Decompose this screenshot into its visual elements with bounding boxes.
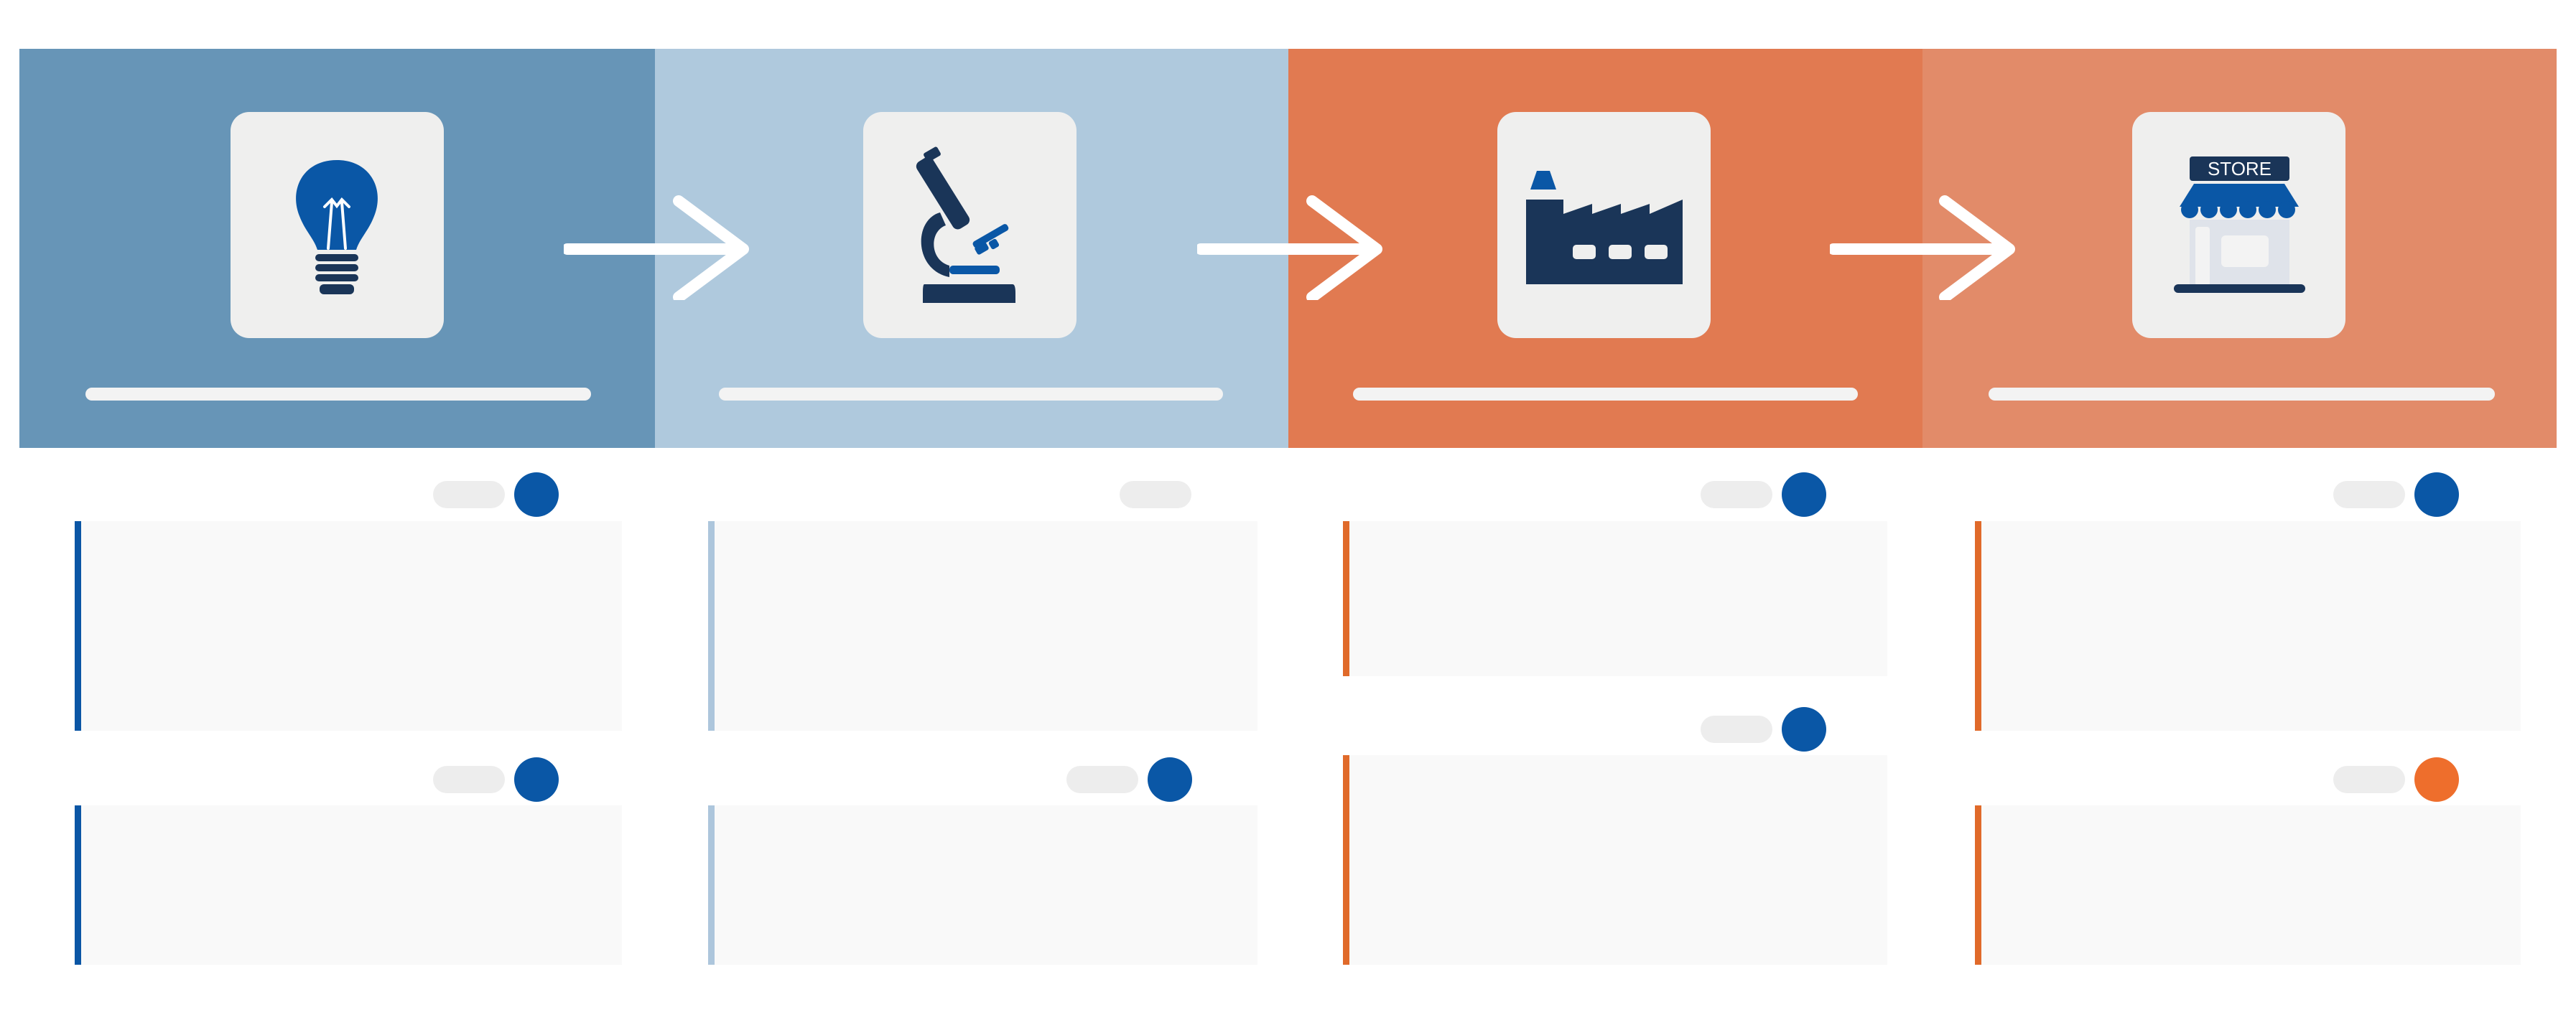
store-icon: STORE <box>2174 156 2305 293</box>
label-pill <box>433 481 505 508</box>
icon-tile: STORE <box>2132 112 2345 338</box>
stage-research <box>655 49 1288 448</box>
label-pill <box>1701 481 1772 508</box>
marker-dot <box>514 757 559 802</box>
marker-dot <box>514 472 559 517</box>
icon-tile <box>863 112 1077 338</box>
label-pill <box>2333 766 2405 793</box>
content-card <box>1343 521 1887 676</box>
card-accent <box>708 521 715 731</box>
card-accent <box>75 805 81 965</box>
label-pill <box>2333 481 2405 508</box>
content-card <box>708 521 1257 731</box>
content-card <box>708 805 1257 965</box>
card-accent <box>1343 755 1349 965</box>
marker-dot <box>1782 472 1826 517</box>
marker-dot <box>2414 757 2459 802</box>
card-accent <box>75 521 81 731</box>
arrow-right-icon <box>1830 195 2015 300</box>
stage-idea <box>19 49 655 448</box>
card-accent <box>708 805 715 965</box>
lightbulb-icon <box>296 160 378 294</box>
label-pill <box>433 766 505 793</box>
label-pill <box>1120 481 1191 508</box>
marker-dot <box>1148 757 1192 802</box>
icon-tile <box>231 112 444 338</box>
card-accent <box>1343 521 1349 676</box>
icon-tile <box>1497 112 1711 338</box>
content-card <box>1343 755 1887 965</box>
stage-label-bar <box>719 388 1223 401</box>
content-card <box>75 805 622 965</box>
stage-label-bar <box>1353 388 1858 401</box>
label-pill <box>1701 716 1772 743</box>
microscope-icon <box>916 146 1015 303</box>
stage-retail: STORE <box>1922 49 2557 448</box>
arrow-right-icon <box>1197 195 1382 300</box>
factory-icon <box>1526 171 1683 284</box>
store-sign-text: STORE <box>2208 158 2272 179</box>
stage-label-bar <box>1989 388 2495 401</box>
card-accent <box>1975 521 1981 731</box>
content-card <box>1975 805 2521 965</box>
content-card <box>1975 521 2521 731</box>
marker-dot <box>1782 707 1826 752</box>
arrow-right-icon <box>564 195 749 300</box>
marker-dot <box>2414 472 2459 517</box>
card-accent <box>1975 805 1981 965</box>
stage-label-bar <box>85 388 591 401</box>
stage-manufacturing <box>1288 49 1922 448</box>
content-card <box>75 521 622 731</box>
label-pill <box>1066 766 1138 793</box>
